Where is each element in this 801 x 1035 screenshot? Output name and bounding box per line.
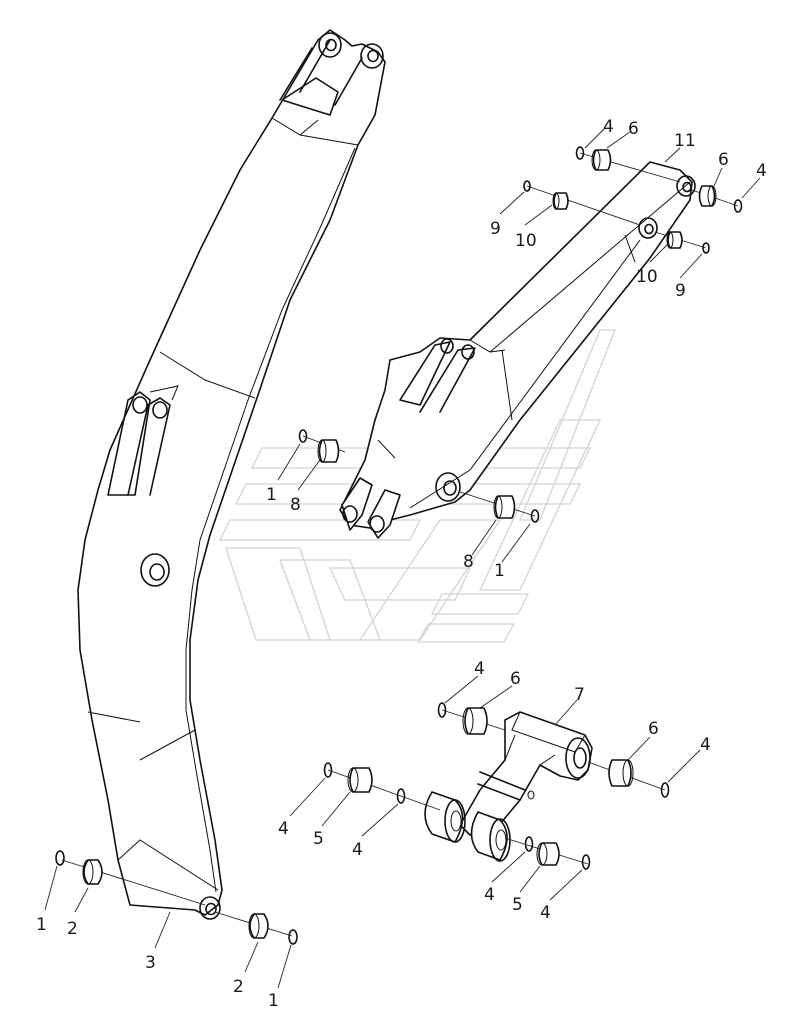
callout-label: 1: [36, 915, 47, 935]
callout-label: 8: [463, 552, 474, 572]
callout-label: 4: [603, 117, 614, 137]
callout-label: 7: [574, 685, 585, 705]
linkage-pin-hardware: [323, 702, 670, 870]
callout-label: 4: [484, 885, 495, 905]
callout-label: 9: [490, 219, 501, 239]
callout-label: 8: [290, 495, 301, 515]
callout-label: 6: [510, 669, 521, 689]
boom: [77, 29, 386, 920]
callout-label: 11: [674, 131, 696, 151]
callout-leaders: [44, 127, 761, 989]
callout-label: 10: [636, 267, 658, 287]
callout-label: 6: [648, 719, 659, 739]
callout-label: 4: [756, 161, 767, 181]
callout-label: 3: [145, 953, 156, 973]
callout-label: 6: [718, 150, 729, 170]
callout-label: 1: [266, 485, 277, 505]
callout-label: 5: [512, 895, 523, 915]
callout-label: 4: [700, 735, 711, 755]
callout-label: 1: [268, 991, 279, 1011]
linkage-assembly: [424, 711, 593, 862]
callout-label: 6: [628, 119, 639, 139]
callout-label: 5: [313, 829, 324, 849]
callout-label: 2: [233, 977, 244, 997]
callout-label: 1: [494, 561, 505, 581]
arm-link: [339, 161, 696, 539]
callout-label: 4: [540, 903, 551, 923]
callout-label: 4: [474, 659, 485, 679]
boom-pin-hardware: [55, 850, 298, 945]
callout-labels: 1 2 3 2 1 4 6 11 6 4 9 10 10 9 1 8 8 1 4…: [36, 117, 767, 1011]
callout-label: 4: [352, 840, 363, 860]
callout-label: 9: [675, 281, 686, 301]
callout-label: 10: [515, 231, 537, 251]
callout-label: 4: [278, 819, 289, 839]
arm-pin-hardware: [298, 146, 743, 523]
callout-label: 2: [67, 919, 78, 939]
